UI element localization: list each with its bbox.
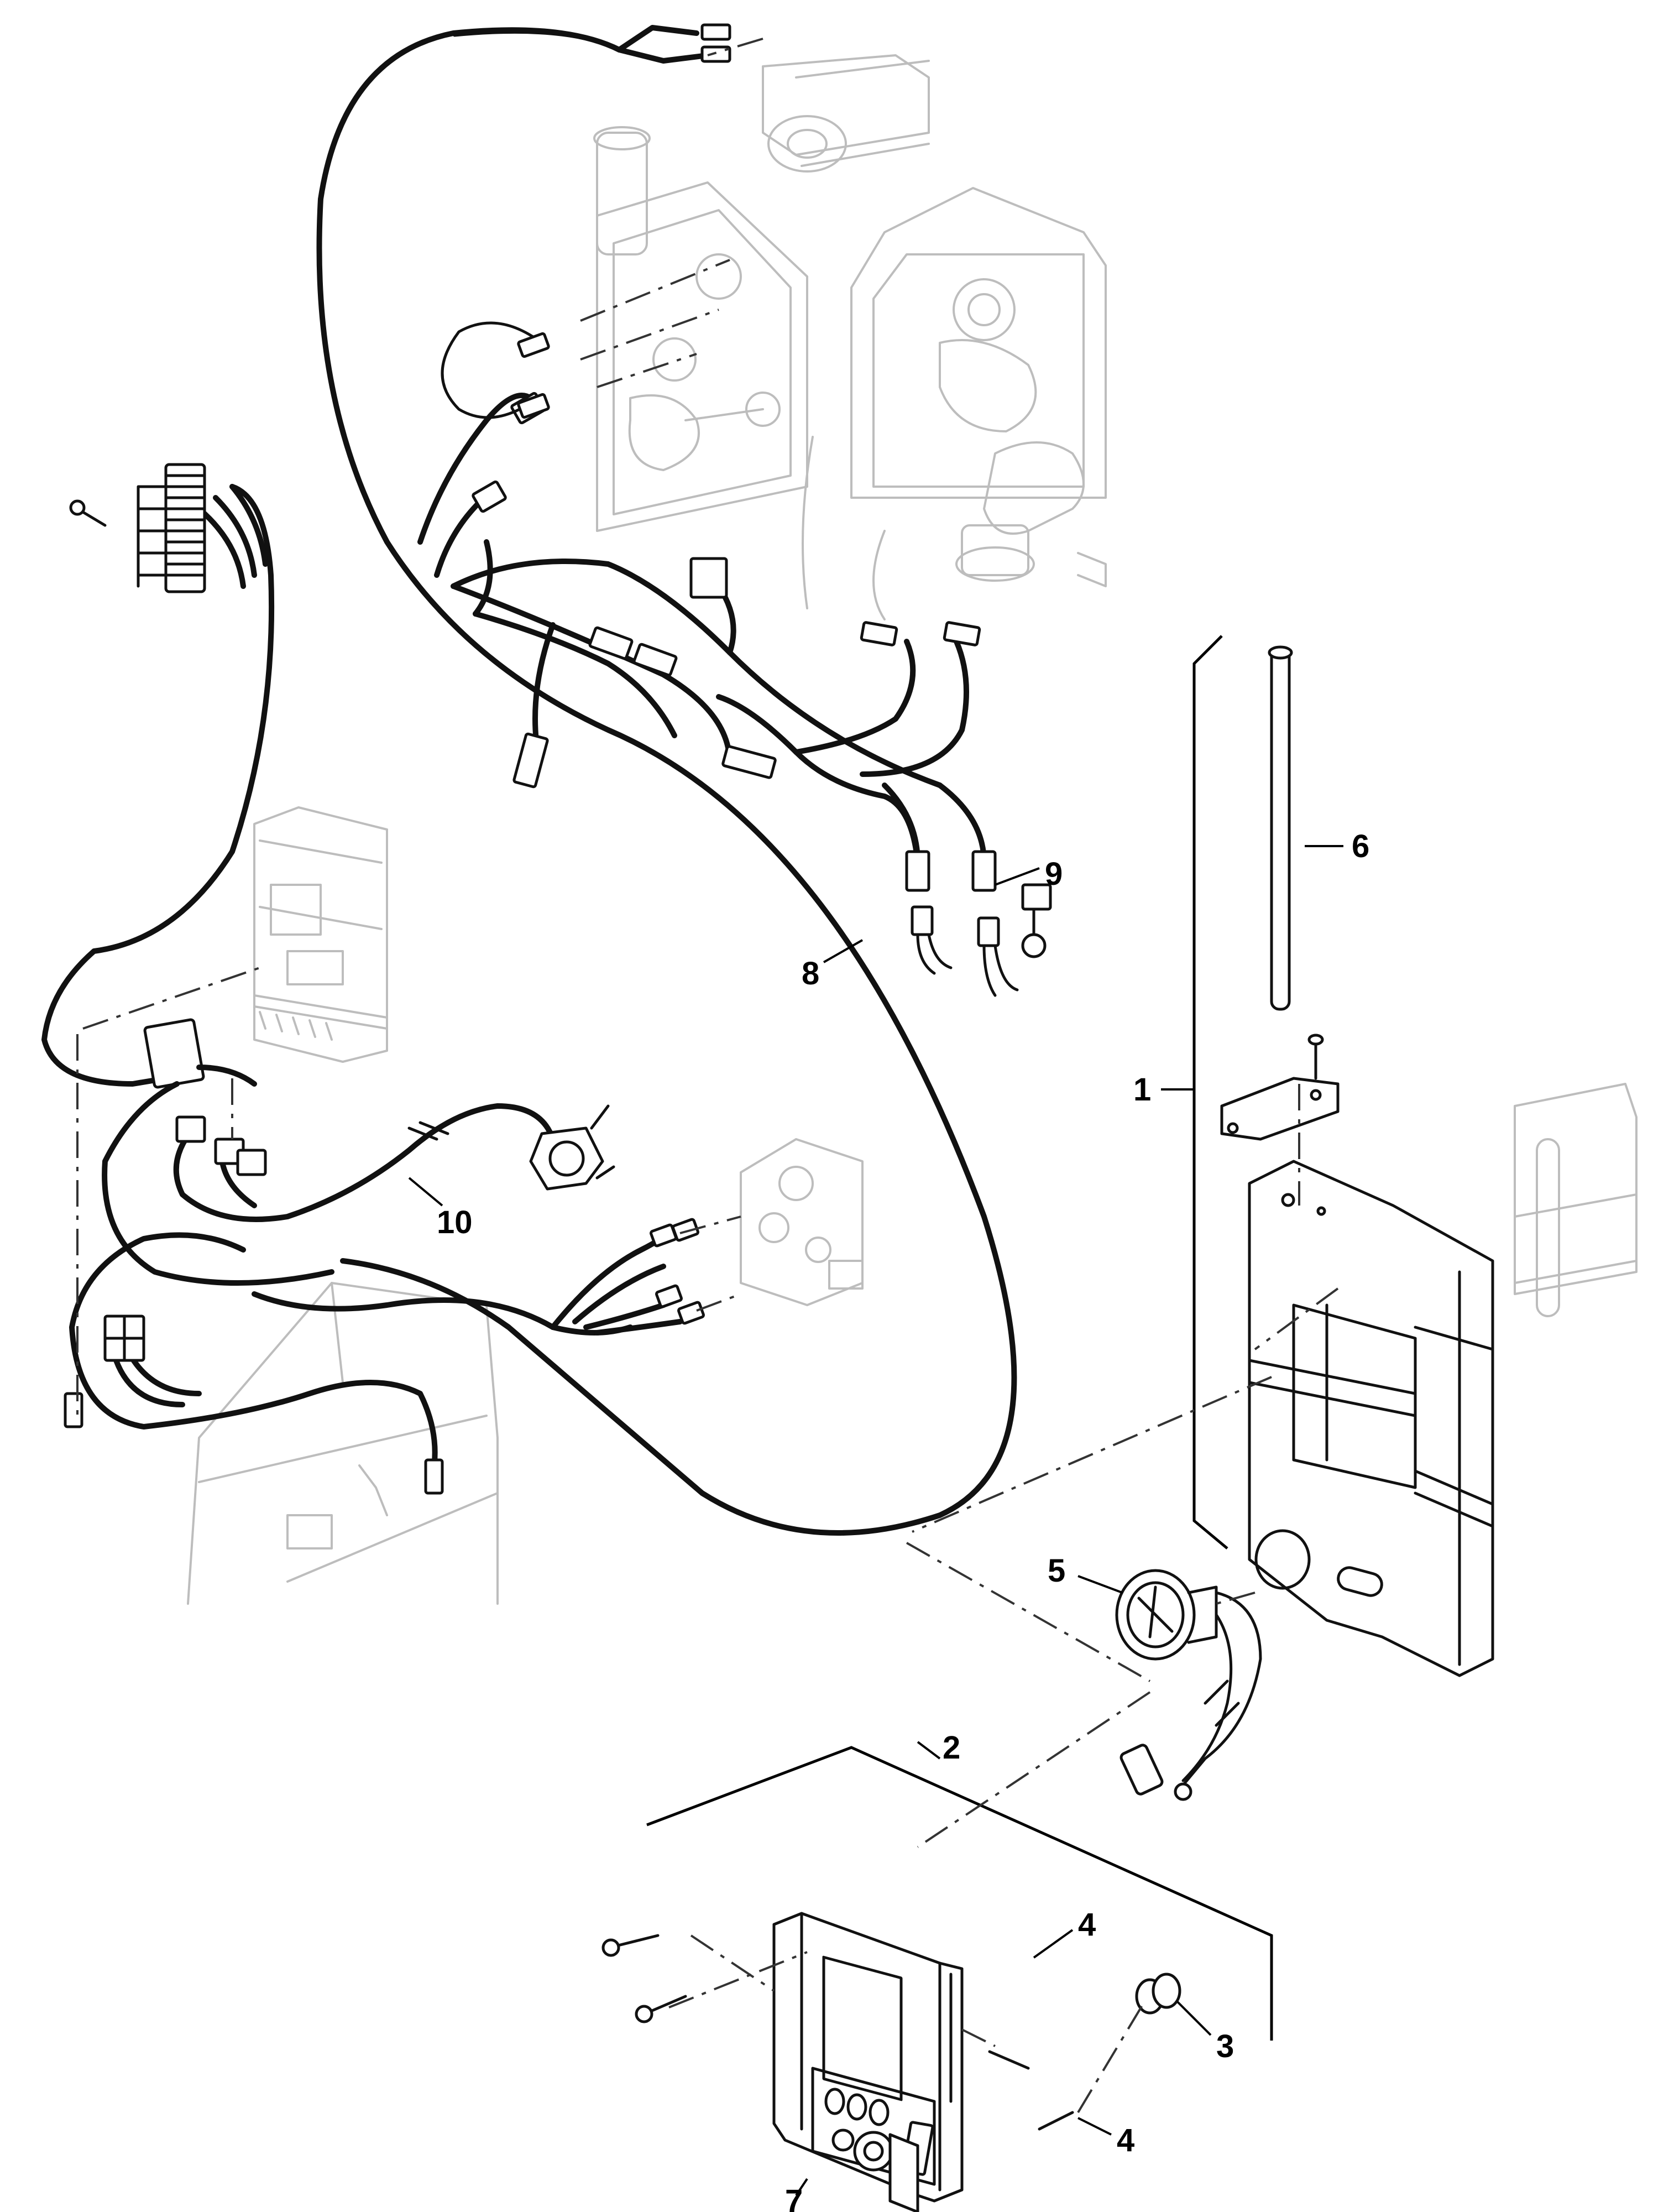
callout-1: 1 [1133,1072,1151,1108]
callout-labels: 1 2 3 4 4 5 6 7 8 9 10 [437,828,1369,2212]
control-panel-assembly-frame [1192,635,1228,1550]
callout-7: 7 [785,2183,803,2212]
front-fascia [601,1912,1181,2212]
front-fascia-assembly-frame [646,1746,1273,2041]
callout-5: 5 [1048,1553,1065,1589]
wiring-harness [41,23,1052,1536]
background-side-panel [1514,1083,1638,1317]
callout-9: 9 [1045,856,1063,892]
callout-3: 3 [1216,2028,1234,2064]
callout-4a: 4 [1078,1907,1096,1943]
capillary-rod [1268,645,1343,1011]
callout-6: 6 [1352,828,1369,864]
leader-lines [408,867,1212,2197]
callout-4b: 4 [1117,2122,1134,2158]
callout-2: 2 [943,1730,960,1766]
callout-10: 10 [437,1204,473,1240]
background-gas-valve [740,1138,864,1306]
callout-8: 8 [802,956,819,992]
background-control-box [253,806,388,1063]
mounting-bracket [1220,1034,1340,1141]
background-boiler-base [187,1282,499,1605]
assembly-centerlines [76,38,1339,2114]
background-hydraulic-assembly [593,54,1107,620]
pressure-gauge [1115,1569,1262,1801]
control-panel-housing [1248,1160,1494,1677]
